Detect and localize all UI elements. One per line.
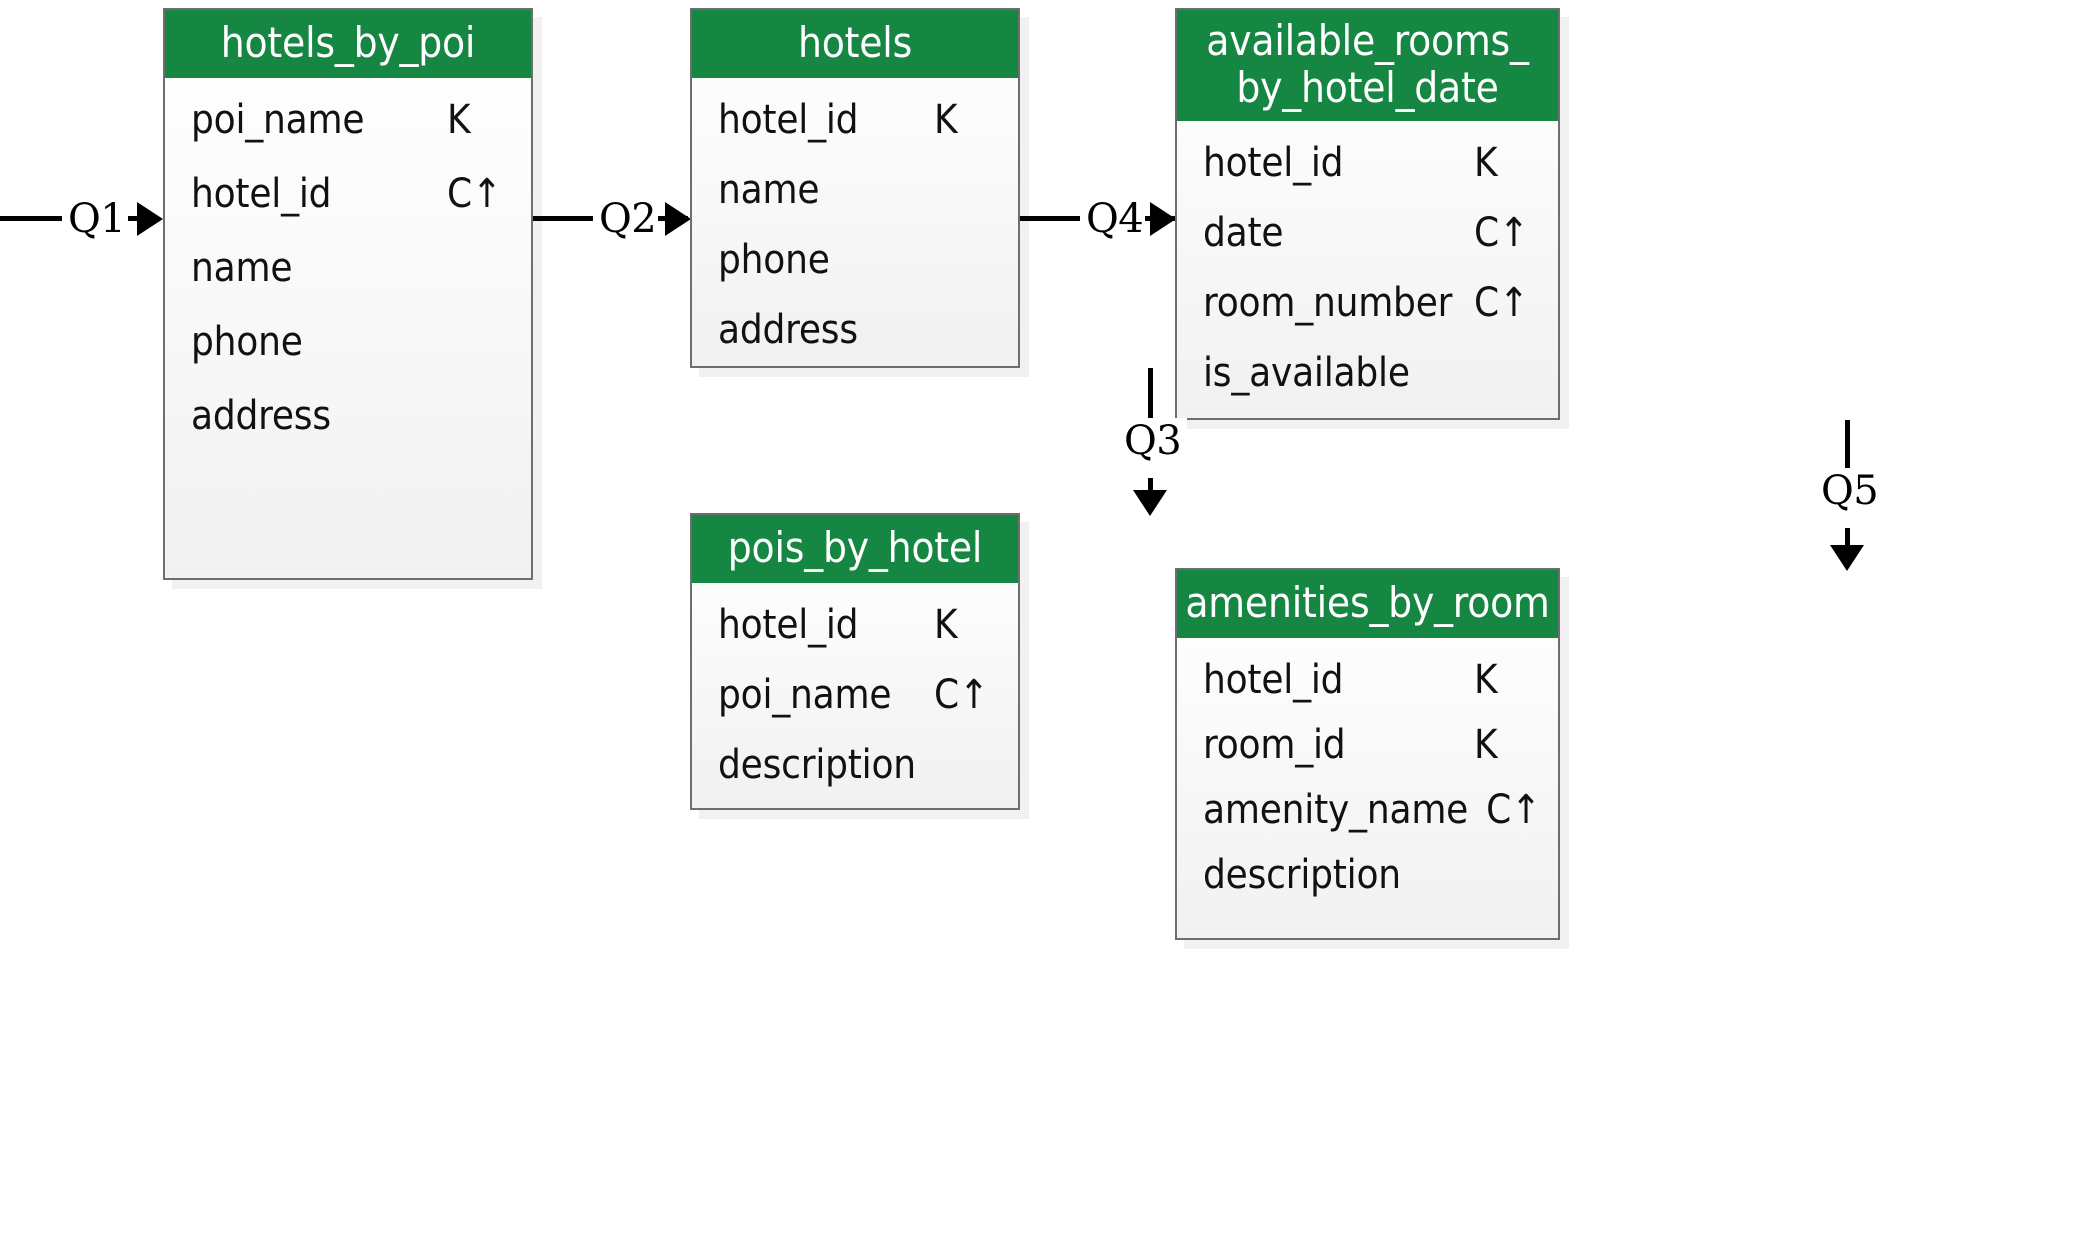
table-hotels-title: hotels (692, 10, 1018, 79)
field-key: K (447, 97, 471, 144)
field-name: description (718, 742, 916, 789)
field-name: phone (718, 237, 830, 284)
connector-q3-label: Q3 (1118, 418, 1188, 464)
field-name: description (1203, 852, 1401, 899)
table-amenities-by-room[interactable]: amenities_by_room hotel_id K room_id K a… (1175, 568, 1560, 940)
connector-q5-line-2 (1845, 528, 1850, 556)
field-name: is_available (1203, 350, 1410, 397)
connector-q4-arrowhead (1150, 202, 1176, 236)
field-name: name (191, 245, 293, 292)
field-name: date (1203, 210, 1284, 257)
table-row: amenity_name C↑ (1203, 787, 1541, 834)
table-pois-by-hotel[interactable]: pois_by_hotel hotel_id K poi_name C↑ des… (690, 513, 1020, 810)
field-name: hotel_id (718, 97, 859, 144)
connector-q4-label: Q4 (1080, 196, 1150, 242)
connector-q1-line (0, 216, 62, 221)
table-row: hotel_id K (718, 100, 992, 140)
connector-q2-arrowhead (665, 202, 691, 236)
field-key: C↑ (447, 171, 502, 218)
field-key: K (934, 97, 958, 144)
field-name: hotel_id (1203, 140, 1344, 187)
connector-q5-arrowhead (1830, 545, 1864, 571)
field-name: room_id (1203, 722, 1346, 769)
table-available-rooms-by-hotel-date[interactable]: available_rooms_ by_hotel_date hotel_id … (1175, 8, 1560, 420)
table-row: hotel_id K (718, 605, 992, 645)
field-key: K (1474, 657, 1498, 704)
connector-q5-line (1845, 420, 1850, 472)
field-name: hotel_id (1203, 657, 1344, 704)
table-row: name (718, 170, 992, 210)
field-key: C↑ (1474, 280, 1529, 327)
table-row: date C↑ (1203, 213, 1532, 253)
connector-q2-label: Q2 (593, 196, 663, 242)
connector-q3-line (1148, 368, 1153, 422)
field-key: C↑ (1486, 787, 1542, 834)
field-name: poi_name (191, 97, 365, 144)
field-name: address (718, 307, 858, 354)
field-name: hotel_id (191, 171, 332, 218)
field-key: C↑ (1474, 210, 1529, 257)
table-row: room_number C↑ (1203, 283, 1532, 323)
table-row: room_id K (1203, 725, 1532, 765)
table-available-rooms-by-hotel-date-title: available_rooms_ by_hotel_date (1177, 10, 1558, 122)
field-key: K (934, 602, 958, 649)
table-row: is_available (1203, 353, 1532, 393)
table-row: phone (191, 322, 505, 362)
table-available-rooms-by-hotel-date-fields: hotel_id K date C↑ room_number C↑ is_ava… (1177, 121, 1558, 443)
field-name: name (718, 167, 820, 214)
connector-q5-label: Q5 (1815, 468, 1885, 514)
field-name: hotel_id (718, 602, 859, 649)
table-hotels-fields: hotel_id K name phone address (692, 78, 1018, 400)
table-amenities-by-room-fields: hotel_id K room_id K amenity_name C↑ des… (1177, 638, 1558, 940)
table-hotels-by-poi-title: hotels_by_poi (165, 10, 531, 79)
field-key: C↑ (934, 672, 989, 719)
table-hotels-by-poi-fields: poi_name K hotel_id C↑ name phone addres… (165, 78, 531, 490)
connector-q2-line (533, 216, 595, 221)
connector-q4-line (1020, 216, 1082, 221)
table-row: hotel_id K (1203, 660, 1532, 700)
table-pois-by-hotel-title: pois_by_hotel (692, 515, 1018, 584)
table-row: description (1203, 855, 1532, 895)
field-name: room_number (1203, 280, 1453, 327)
table-row: phone (718, 240, 992, 280)
field-name: address (191, 393, 331, 440)
connector-q1-label: Q1 (62, 196, 132, 242)
field-name: amenity_name (1203, 787, 1469, 834)
table-row: hotel_id C↑ (191, 174, 505, 214)
table-hotels-by-poi[interactable]: hotels_by_poi poi_name K hotel_id C↑ nam… (163, 8, 533, 580)
table-amenities-by-room-title: amenities_by_room (1177, 570, 1558, 639)
connector-q3-arrowhead (1133, 490, 1167, 516)
table-pois-by-hotel-fields: hotel_id K poi_name C↑ description (692, 583, 1018, 835)
table-row: address (191, 396, 505, 436)
table-hotels[interactable]: hotels hotel_id K name phone address (690, 8, 1020, 368)
title-line-2: by_hotel_date (1236, 63, 1499, 113)
connector-q1-arrowhead (137, 202, 163, 236)
table-row: hotel_id K (1203, 143, 1532, 183)
title-line-1: available_rooms_ (1206, 16, 1529, 65)
table-row: address (718, 310, 992, 350)
table-row: description (718, 745, 992, 785)
table-row: name (191, 248, 505, 288)
field-key: K (1474, 722, 1498, 769)
field-name: phone (191, 319, 303, 366)
field-key: K (1474, 140, 1498, 187)
field-name: poi_name (718, 672, 892, 719)
table-row: poi_name C↑ (718, 675, 992, 715)
table-row: poi_name K (191, 100, 505, 140)
